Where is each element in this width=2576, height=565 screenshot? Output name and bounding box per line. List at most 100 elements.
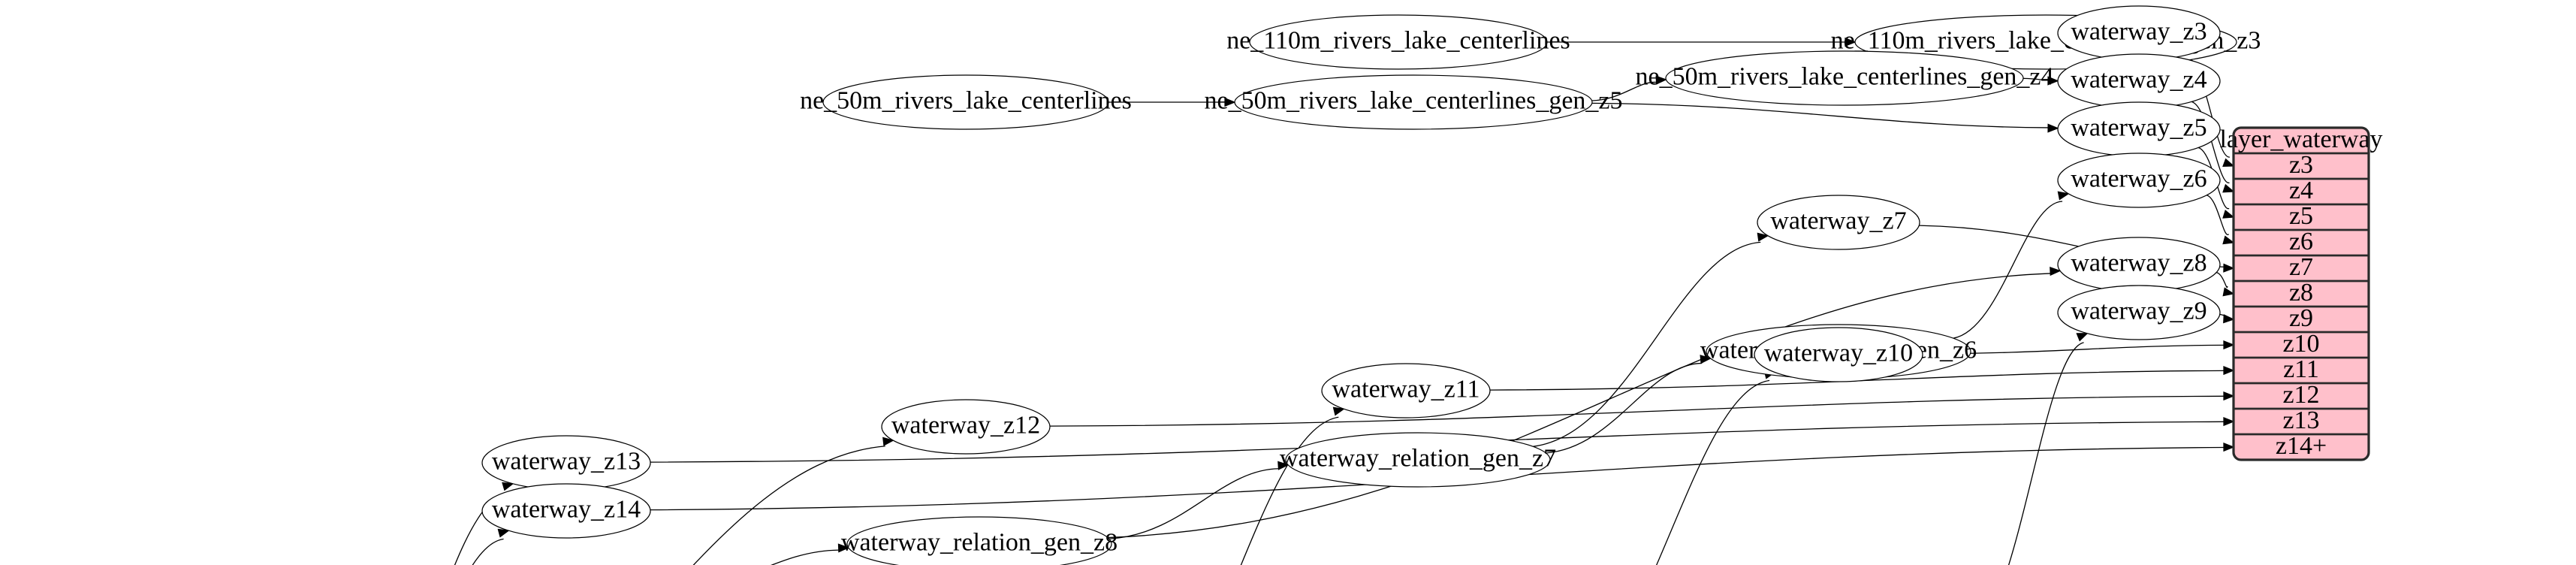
edge-ne_110m_rivers_lake_centerlines-to-ne_110m_rivers_lake_centerlines_gen_z3 [1547,37,1857,47]
edge-line [1592,103,2048,128]
edge-line [2216,273,2228,288]
edge-arrowhead [1224,97,1236,107]
edge-waterway_z12-to-layer_waterway-z12 [1050,391,2235,426]
graph-node-waterway_z13[interactable]: waterway_z13 [482,436,650,490]
edge-line [653,550,839,565]
node-shape [823,75,1109,129]
node-shape [1286,433,1550,487]
graph-node-waterway_z7[interactable]: waterway_z7 [1757,195,1920,249]
graph-node-waterway_z10[interactable]: waterway_z10 [1754,328,1923,382]
edge-line [1108,273,2050,538]
edge-osm_waterway_linestring-to-waterway_z13 [327,482,514,565]
edge-arrowhead [1700,355,1712,364]
edge-arrowhead [2076,333,2089,342]
edge-osm_important_waterway_linestring_gen_z11-to-waterway_z11 [1115,406,1345,565]
graph-node-waterway_z12[interactable]: waterway_z12 [882,400,1050,454]
edge-line [1953,201,2062,338]
graph-node-ne_50m_rivers_lake_centerlines[interactable]: ne_50m_rivers_lake_centerlines [800,75,1132,129]
edge-arrowhead [837,543,850,553]
edge-waterway_z4-to-layer_waterway-z4 [2191,101,2235,193]
edge-ne_50m_rivers_lake_centerlines-to-ne_50m_rivers_lake_centerlines_gen_z5 [1109,97,1236,107]
node-shape [2058,54,2220,108]
edge-line [1050,396,2224,426]
edge-arrowhead [1655,75,1667,85]
edge-arrowhead [882,437,894,446]
nodes-layer: imposm3osm_waterway_relationosm_waterway… [0,6,2261,565]
edge-line [354,446,885,565]
edge-arrowhead [2057,191,2070,201]
edge-line [333,539,503,565]
edge-arrowhead [2223,263,2235,273]
edge-waterway_relation_gen_z8-to-waterway_z8 [1108,266,2062,538]
edge-arrowhead [1277,461,1290,470]
edge-osm_important_waterway_linestring_gen_z9-to-waterway_z9 [1970,333,2089,565]
edge-waterway_z8-to-layer_waterway-z8 [2216,273,2235,297]
edge-line [1490,370,2224,390]
graph-node-waterway_relation_gen_z8[interactable]: waterway_relation_gen_z8 [841,517,1118,565]
edge-arrowhead [2223,314,2235,324]
edge-waterway_relation_gen_z7-to-waterway_relation_gen_z6 [1546,355,1712,453]
edge-waterway_z11-to-layer_waterway-z11 [1490,365,2235,390]
graph-node-waterway_z8[interactable]: waterway_z8 [2058,237,2220,292]
record-background [2232,126,2370,461]
edge-line [2191,101,2229,183]
edge-line [2206,195,2228,235]
edge-ne_50m_rivers_lake_centerlines_gen_z4-to-waterway_z4 [2023,76,2059,86]
edge-arrowhead [1332,406,1345,416]
graph-node-waterway_z6[interactable]: waterway_z6 [2058,153,2220,207]
node-shape [482,484,650,538]
node-shape [2058,153,2220,207]
edge-waterway_relation_gen_z8-to-waterway_relation_gen_z7 [1109,461,1290,539]
node-shape [2058,286,2220,340]
edge-waterway_z9-to-layer_waterway-z9 [2220,314,2235,324]
edge-line [1546,363,1702,453]
edge-arrowhead [502,482,514,491]
edge-arrowhead [2047,123,2059,133]
edge-ne_50m_rivers_lake_centerlines_gen_z5-to-ne_50m_rivers_lake_centerlines_gen_z4 [1592,75,1667,101]
record-node-layer-waterway[interactable]: layer_waterwayz3z4z5z6z7z8z9z10z11z12z13… [2219,125,2383,461]
graph-node-ne_110m_rivers_lake_centerlines[interactable]: ne_110m_rivers_lake_centerlines [1226,15,1570,69]
node-shape [1666,51,2023,105]
edge-arrowhead [2223,365,2235,376]
edge-line [1923,345,2224,354]
edge-arrowhead [2223,391,2235,401]
graph-node-waterway_z11[interactable]: waterway_z11 [1322,364,1490,418]
graph-node-waterway_z3[interactable]: waterway_z3 [2058,6,2220,60]
edge-waterway_z10-to-layer_waterway-z10 [1923,340,2235,354]
record-outline [2232,126,2370,461]
record-node-layer: layer_waterwayz3z4z5z6z7z8z9z10z11z12z13… [2219,125,2383,461]
graph-node-waterway_relation_gen_z7[interactable]: waterway_relation_gen_z7 [1280,433,1556,487]
edge-arrowhead [2222,158,2235,168]
graph-node-waterway_z4[interactable]: waterway_z4 [2058,54,2220,108]
graph-node-waterway_z9[interactable]: waterway_z9 [2058,286,2220,340]
node-shape [2058,6,2220,60]
node-shape [1754,328,1923,382]
edge-line [1533,242,1760,446]
edge-line [1592,82,1657,101]
edge-line [2023,78,2048,80]
node-shape [1322,364,1490,418]
edge-waterway_relation_gen_z7-to-waterway_z7 [1533,232,1769,446]
edge-line [1970,343,2083,565]
edge-arrowhead [1845,37,1857,47]
graph-node-ne_50m_rivers_lake_centerlines_gen_z5[interactable]: ne_50m_rivers_lake_centerlines_gen_z5 [1204,75,1623,129]
node-shape [882,400,1050,454]
edges-layer [121,31,2236,565]
edge-line [1557,380,1769,565]
graph-node-waterway_z14[interactable]: waterway_z14 [482,484,650,538]
edge-line [1109,469,1279,539]
edge-arrowhead [2047,76,2059,86]
node-shape [2058,102,2220,156]
graph-node-waterway_z5[interactable]: waterway_z5 [2058,102,2220,156]
node-shape [1250,15,1547,69]
edge-arrowhead [2222,210,2235,219]
edge-arrowhead [2222,235,2235,245]
edge-arrowhead [497,528,510,538]
edge-osm_waterway_linestring-to-waterway_z12 [354,437,894,565]
edge-arrowhead [1757,232,1769,242]
node-shape [1757,195,1920,249]
edge-arrowhead [2222,183,2235,193]
node-shape [2058,237,2220,292]
